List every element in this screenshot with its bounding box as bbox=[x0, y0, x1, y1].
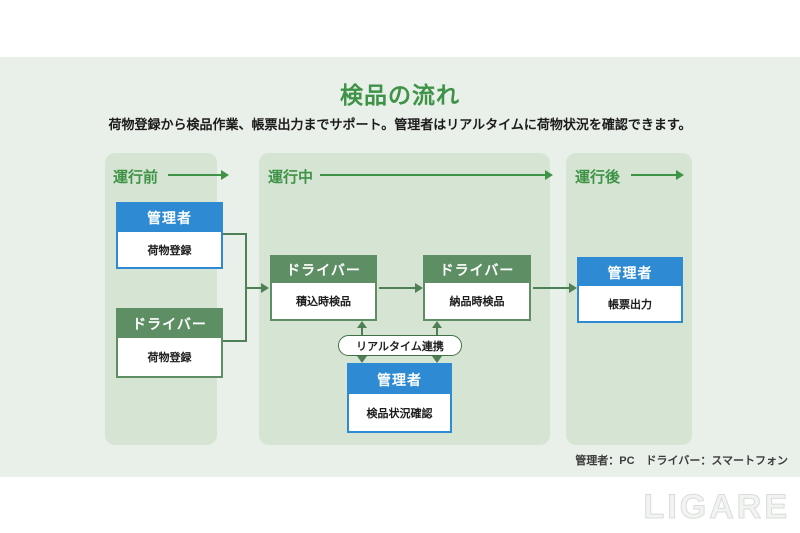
phase-label-after-operation: 運行後 bbox=[575, 169, 621, 186]
box-driver-cargo-registration: ドライバー 荷物登録 bbox=[116, 308, 223, 378]
connector-line bbox=[223, 340, 247, 342]
box-admin-inspection-status: 管理者 検品状況確認 bbox=[347, 363, 452, 433]
box-driver-loading-inspection: ドライバー 積込時検品 bbox=[270, 255, 377, 321]
connector-arrow-icon bbox=[245, 283, 269, 293]
task-label: 荷物登録 bbox=[118, 232, 221, 267]
box-admin-cargo-registration: 管理者 荷物登録 bbox=[116, 202, 223, 269]
page-title: 検品の流れ bbox=[340, 82, 460, 108]
connector-arrow-icon bbox=[379, 283, 423, 293]
device-footnote: 管理者：PC ドライバー：スマートフォン bbox=[575, 455, 788, 467]
box-driver-delivery-inspection: ドライバー 納品時検品 bbox=[423, 255, 531, 321]
box-admin-report-output: 管理者 帳票出力 bbox=[577, 257, 683, 323]
page-subtitle: 荷物登録から検品作業、帳票出力までサポート。管理者はリアルタイムに荷物状況を確認… bbox=[108, 117, 692, 132]
realtime-link-pill: リアルタイム連携 bbox=[338, 335, 462, 356]
role-header: ドライバー bbox=[118, 310, 221, 338]
phase-panel-before-operation bbox=[105, 153, 217, 445]
phase-label-during-operation: 運行中 bbox=[268, 169, 314, 186]
ligare-logo: LIGARE bbox=[643, 488, 790, 527]
task-label: 納品時検品 bbox=[425, 283, 529, 319]
task-label: 帳票出力 bbox=[579, 286, 681, 321]
role-header: 管理者 bbox=[579, 259, 681, 286]
phase-arrow-icon bbox=[320, 170, 553, 180]
connector-line bbox=[223, 233, 247, 235]
task-label: 積込時検品 bbox=[272, 283, 375, 319]
task-label: 検品状況確認 bbox=[349, 394, 450, 431]
role-header: ドライバー bbox=[272, 257, 375, 283]
phase-arrow-icon bbox=[631, 170, 684, 180]
role-header: 管理者 bbox=[349, 365, 450, 394]
role-header: ドライバー bbox=[425, 257, 529, 283]
phase-label-before-operation: 運行前 bbox=[113, 169, 159, 186]
connector-arrow-icon bbox=[533, 283, 577, 293]
task-label: 荷物登録 bbox=[118, 338, 221, 376]
role-header: 管理者 bbox=[118, 204, 221, 232]
phase-arrow-icon bbox=[168, 170, 229, 180]
